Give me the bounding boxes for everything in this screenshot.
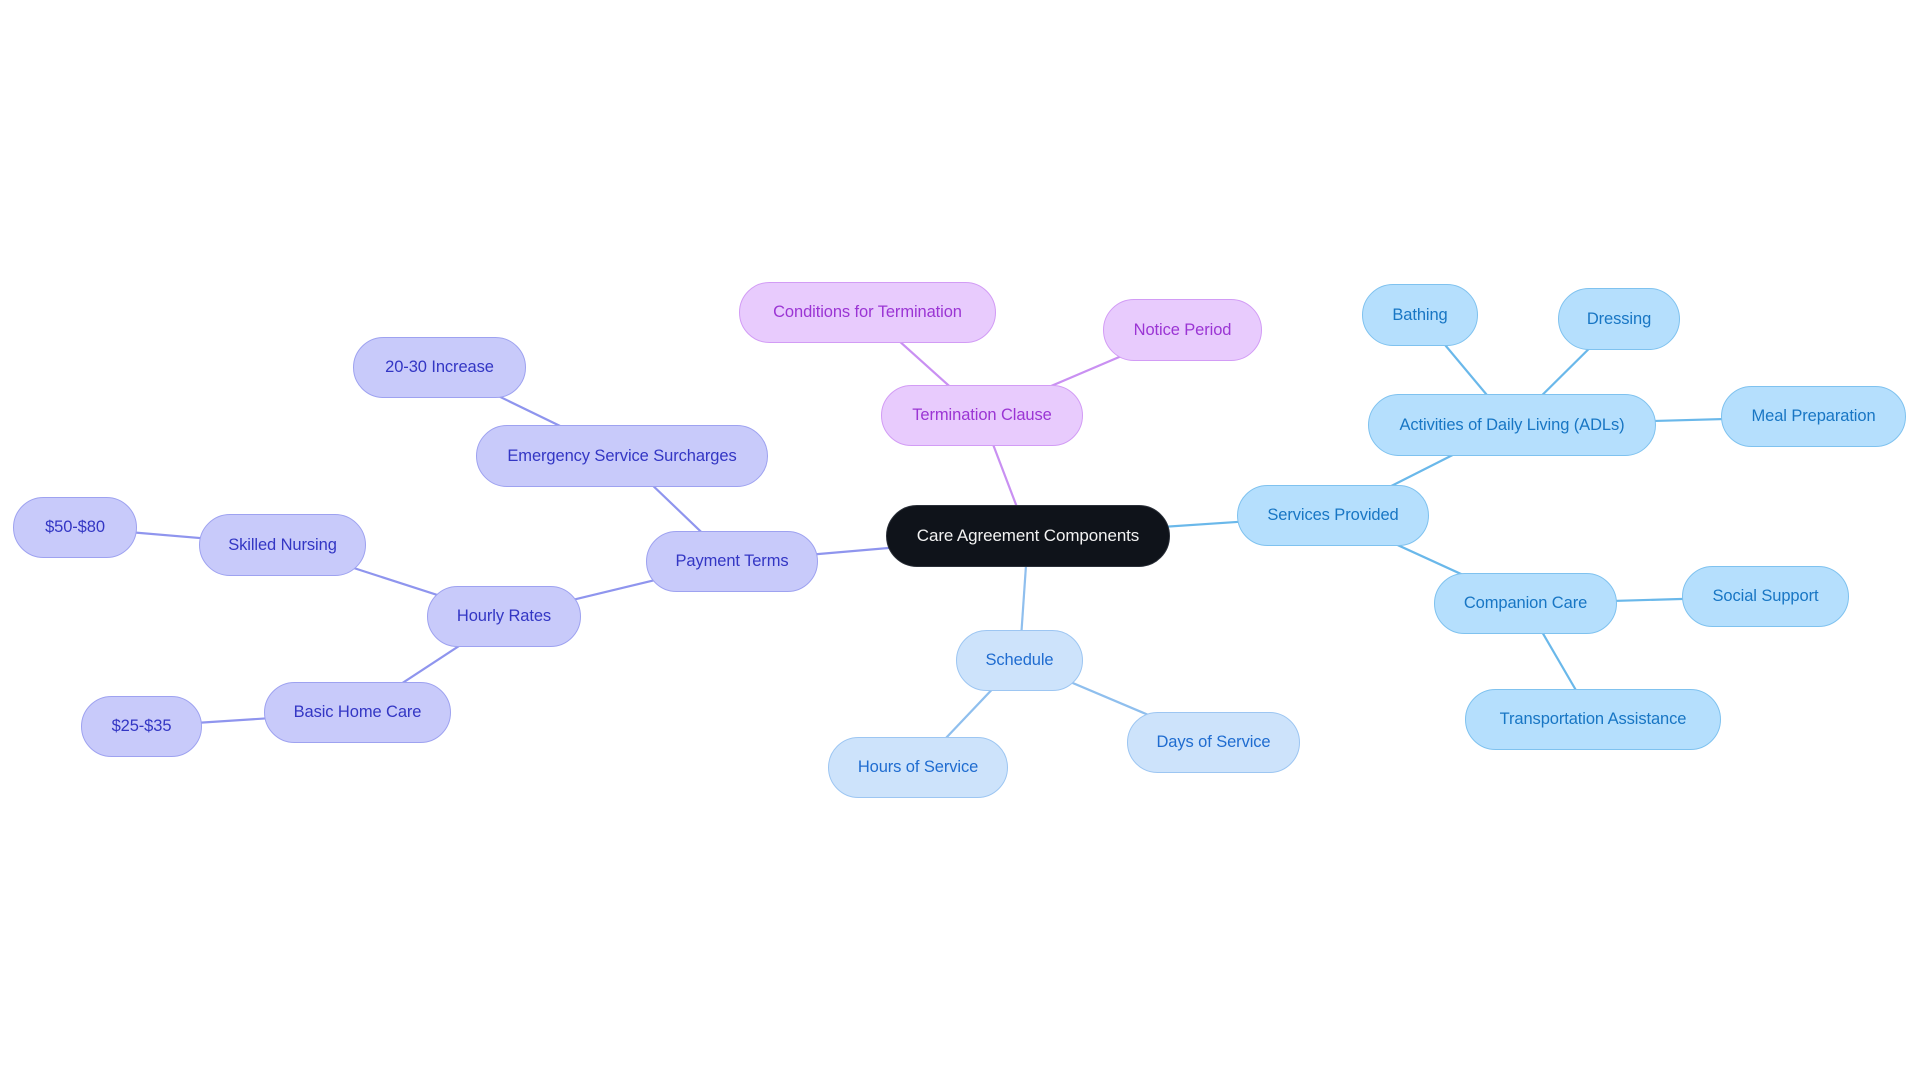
node-label: Bathing [1392,305,1448,324]
node-dressing[interactable]: Dressing [1558,288,1680,350]
node-label: Schedule [985,651,1054,669]
node-label: $25-$35 [111,717,172,735]
node-social-support[interactable]: Social Support [1682,566,1849,627]
node-basic-home-care[interactable]: Basic Home Care [264,682,451,743]
node-bathing[interactable]: Bathing [1362,284,1478,346]
node-activities-of-daily-living[interactable]: Activities of Daily Living (ADLs) [1368,394,1656,456]
node-label: Skilled Nursing [228,535,337,554]
node-label: Care Agreement Components [916,526,1140,545]
node-rate-50-80[interactable]: $50-$80 [13,497,137,558]
node-label: Hourly Rates [456,607,552,625]
node-20-30-increase[interactable]: 20-30 Increase [353,337,526,398]
node-label: Notice Period [1133,320,1232,339]
node-companion-care[interactable]: Companion Care [1434,573,1617,634]
node-meal-preparation[interactable]: Meal Preparation [1721,386,1906,447]
node-label: Companion Care [1463,594,1588,612]
node-hours-of-service[interactable]: Hours of Service [828,737,1008,798]
node-label: Emergency Service Surcharges [507,446,737,465]
node-hourly-rates[interactable]: Hourly Rates [427,586,581,647]
node-label: Social Support [1712,587,1819,605]
node-days-of-service[interactable]: Days of Service [1127,712,1300,773]
node-root-care-agreement-components[interactable]: Care Agreement Components [886,505,1170,567]
node-label: Payment Terms [675,552,789,570]
node-label: Meal Preparation [1751,407,1876,425]
node-payment-terms[interactable]: Payment Terms [646,531,818,592]
node-label: Basic Home Care [293,703,422,721]
node-termination-clause[interactable]: Termination Clause [881,385,1083,446]
node-services-provided[interactable]: Services Provided [1237,485,1429,546]
node-label: Activities of Daily Living (ADLs) [1399,415,1625,434]
node-conditions-for-termination[interactable]: Conditions for Termination [739,282,996,343]
node-label: 20-30 Increase [385,358,494,376]
node-transportation-assistance[interactable]: Transportation Assistance [1465,689,1721,750]
node-label: Services Provided [1267,506,1399,524]
node-label: Days of Service [1156,733,1271,751]
node-notice-period[interactable]: Notice Period [1103,299,1262,361]
node-label: Termination Clause [912,406,1052,424]
node-label: Conditions for Termination [773,303,962,321]
node-label: Hours of Service [857,758,979,776]
node-schedule[interactable]: Schedule [956,630,1083,691]
node-label: Dressing [1586,309,1652,328]
node-rate-25-35[interactable]: $25-$35 [81,696,202,757]
node-skilled-nursing[interactable]: Skilled Nursing [199,514,366,576]
node-label: Transportation Assistance [1499,710,1687,728]
node-label: $50-$80 [45,518,105,536]
node-emergency-service-surcharges[interactable]: Emergency Service Surcharges [476,425,768,487]
